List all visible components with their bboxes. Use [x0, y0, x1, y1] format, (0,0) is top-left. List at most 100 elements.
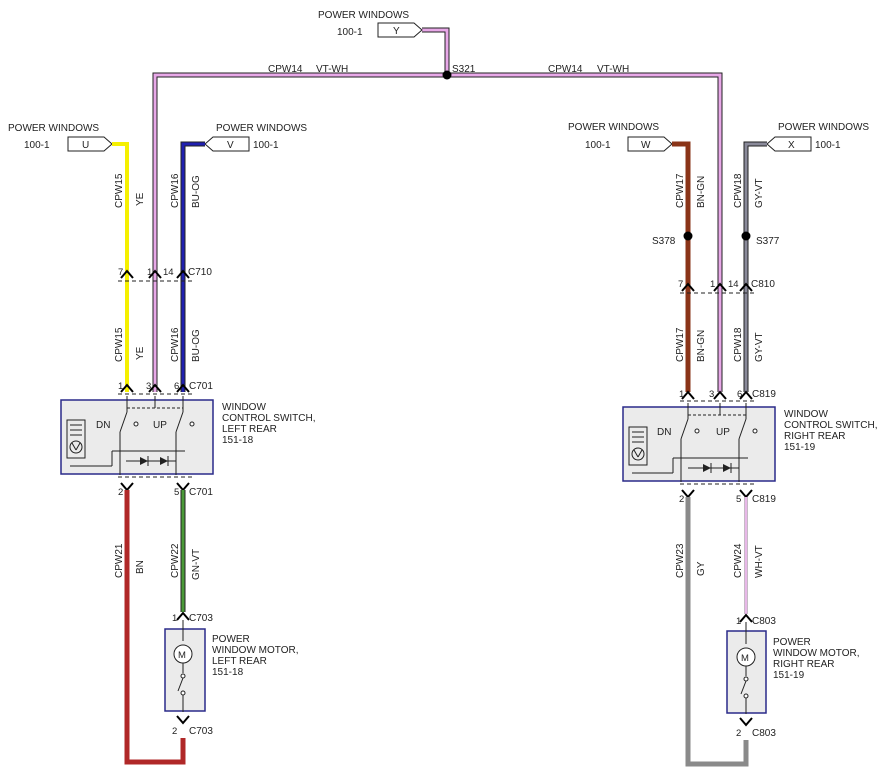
motor-right-title-2: WINDOW MOTOR, — [773, 648, 859, 659]
c819-pin-1: 1 — [679, 389, 684, 400]
w-cpw15-lower-circuit: CPW15 — [114, 327, 125, 362]
c703-bot-arrow — [176, 715, 190, 725]
c803-top-name: C803 — [752, 616, 776, 627]
w-cpw17-lower-color: BN-GN — [696, 330, 707, 362]
w-cpw24-circuit: CPW24 — [733, 543, 744, 578]
conn-y-pin: Y — [393, 26, 400, 37]
c819-arrow-6 — [739, 390, 753, 400]
c810-arrow-2 — [713, 282, 727, 292]
switch-left-dn: DN — [96, 420, 110, 431]
c819-bot-arrow-5 — [739, 489, 753, 499]
switch-right-title-2: CONTROL SWITCH, — [784, 420, 878, 431]
c701-arrow-1 — [120, 383, 134, 393]
w-cpw16-upper-color: BU-OG — [191, 175, 202, 208]
c810-pin-1: 1 — [710, 279, 715, 290]
conn-w-ref: 100-1 — [585, 140, 611, 151]
switch-left-ref: 151-18 — [222, 435, 254, 446]
conn-w-flag — [627, 136, 673, 152]
bus-left-circuit: CPW14 — [268, 64, 303, 75]
splice-s377-dot — [741, 231, 751, 241]
c701-bot-pin-5: 5 — [174, 487, 179, 498]
c710-pin-14: 14 — [163, 267, 174, 278]
c819-top-name: C819 — [752, 389, 776, 400]
conn-y-title: POWER WINDOWS — [318, 10, 409, 21]
motor-left-m: M — [178, 650, 186, 661]
c701-arrow-3 — [148, 383, 162, 393]
c819-pin-6: 6 — [737, 389, 742, 400]
conn-x-flag — [766, 136, 812, 152]
conn-w-pin: W — [641, 140, 651, 151]
splice-s378-dot — [683, 231, 693, 241]
c703-top-pin: 1 — [172, 613, 177, 624]
conn-y-flag — [377, 22, 423, 38]
c803-bot-arrow — [739, 717, 753, 727]
c701-top-name: C701 — [189, 381, 213, 392]
c710-pin-7: 7 — [118, 267, 123, 278]
w-cpw24-color: WH-VT — [754, 545, 765, 578]
w-cpw18-lower-circuit: CPW18 — [733, 327, 744, 362]
motor-right-m: M — [741, 653, 749, 664]
bus-vt-wh — [152, 27, 723, 392]
c803-bot-pin: 2 — [736, 728, 741, 739]
w-cpw18-upper-color: GY-VT — [754, 178, 765, 208]
w-cpw16-lower-circuit: CPW16 — [170, 327, 181, 362]
w-cpw16-lower-color: BU-OG — [191, 329, 202, 362]
splice-s321-label: S321 — [452, 64, 476, 75]
switch-left-title-2: CONTROL SWITCH, — [222, 413, 316, 424]
conn-v-title: POWER WINDOWS — [216, 123, 307, 134]
y-feed-fill — [422, 28, 449, 75]
w-cpw16-upper-circuit: CPW16 — [170, 173, 181, 208]
conn-x-pin: X — [788, 140, 795, 151]
c701-pin-1: 1 — [118, 381, 123, 392]
c701-pin-6: 6 — [174, 381, 179, 392]
wire-cpw18-fill — [744, 142, 767, 392]
wire-cpw23-fill — [685, 497, 749, 767]
motor-left-ref: 151-18 — [212, 667, 244, 678]
c703-top-arrow — [176, 611, 190, 621]
conn-x-ref: 100-1 — [815, 140, 841, 151]
wire-cpw16-fill — [181, 142, 205, 392]
wire-cpw15-fill — [112, 142, 129, 392]
c810-pin-14: 14 — [728, 279, 739, 290]
c710-name: C710 — [188, 267, 212, 278]
c710-arrow-3 — [176, 269, 190, 279]
w-cpw21-circuit: CPW21 — [114, 543, 125, 578]
c703-bot-pin: 2 — [172, 726, 177, 737]
motor-right-rear: M — [726, 622, 767, 714]
c703-bot-name: C703 — [189, 726, 213, 737]
splice-s378-label: S378 — [652, 236, 676, 247]
splice-s377-label: S377 — [756, 236, 780, 247]
c819-arrow-3 — [713, 390, 727, 400]
switch-left-rear: DN UP — [60, 396, 214, 475]
w-cpw17-lower-circuit: CPW17 — [675, 327, 686, 362]
w-cpw15-upper-color: YE — [135, 192, 146, 206]
conn-y-ref: 100-1 — [337, 27, 363, 38]
w-cpw18-upper-circuit: CPW18 — [733, 173, 744, 208]
w-cpw22-circuit: CPW22 — [170, 543, 181, 578]
splice-s321-dot — [442, 70, 452, 80]
bus-left-color: VT-WH — [316, 64, 348, 75]
c710-arrow-1 — [120, 269, 134, 279]
w-cpw21-color: BN — [135, 560, 146, 574]
c819-bot-name: C819 — [752, 494, 776, 505]
c701-bot-pin-2: 2 — [118, 487, 123, 498]
c701-pin-3: 3 — [146, 381, 151, 392]
w-cpw22-color: GN-VT — [191, 549, 202, 580]
switch-right-title-1: WINDOW — [784, 409, 828, 420]
c710-pin-1: 1 — [147, 267, 152, 278]
conn-u-title: POWER WINDOWS — [8, 123, 99, 134]
w-cpw15-upper-circuit: CPW15 — [114, 173, 125, 208]
y-feed-outline — [422, 27, 450, 75]
motor-left-box — [164, 628, 206, 712]
wire-cpw17-fill — [672, 141, 691, 392]
bus-right-color: VT-WH — [597, 64, 629, 75]
motor-left-title-3: LEFT REAR — [212, 656, 267, 667]
c803-top-pin: 1 — [736, 616, 741, 627]
c803-top-arrow — [739, 613, 753, 623]
switch-right-dn: DN — [657, 427, 671, 438]
wire-cpw21-fill — [124, 490, 186, 765]
w-cpw17-upper-color: BN-GN — [696, 176, 707, 208]
c819-bot-pin-5: 5 — [736, 494, 741, 505]
